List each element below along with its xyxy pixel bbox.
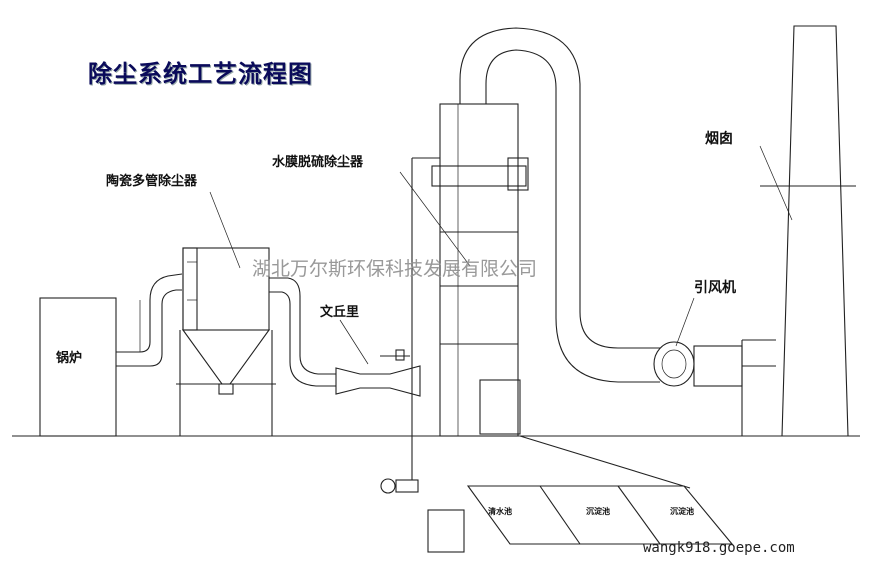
water-film-scrubber <box>431 103 529 437</box>
venturi <box>335 349 421 397</box>
diagram-title: 除尘系统工艺流程图 <box>88 60 313 88</box>
ceramic-collector <box>176 247 276 436</box>
company-watermark: 湖北万尔斯环保科技发展有限公司 <box>252 258 538 280</box>
induced-fan <box>653 341 776 387</box>
boiler <box>39 297 117 437</box>
label-ceramic-collector: 陶瓷多管除尘器 <box>106 174 198 189</box>
label-sedimentation-pool-2: 沉淀池 <box>670 507 694 516</box>
chimney <box>741 25 856 437</box>
boiler-outlet-duct <box>116 273 183 367</box>
label-clear-water-pool: 清水池 <box>488 507 512 516</box>
collector-outlet-duct <box>269 277 336 387</box>
label-sedimentation-pool-1: 沉淀池 <box>586 507 610 516</box>
source-url: wangk918.goepe.com <box>643 540 795 556</box>
label-boiler: 锅炉 <box>56 351 83 366</box>
label-induced-fan: 引风机 <box>694 280 736 296</box>
label-water-film-scrubber: 水膜脱硫除尘器 <box>272 155 364 170</box>
label-venturi: 文丘里 <box>320 305 360 320</box>
pump-and-pools <box>380 157 734 553</box>
label-chimney: 烟囱 <box>705 131 733 147</box>
leader-lines <box>209 145 793 365</box>
scrubber-outlet-duct <box>459 27 660 383</box>
